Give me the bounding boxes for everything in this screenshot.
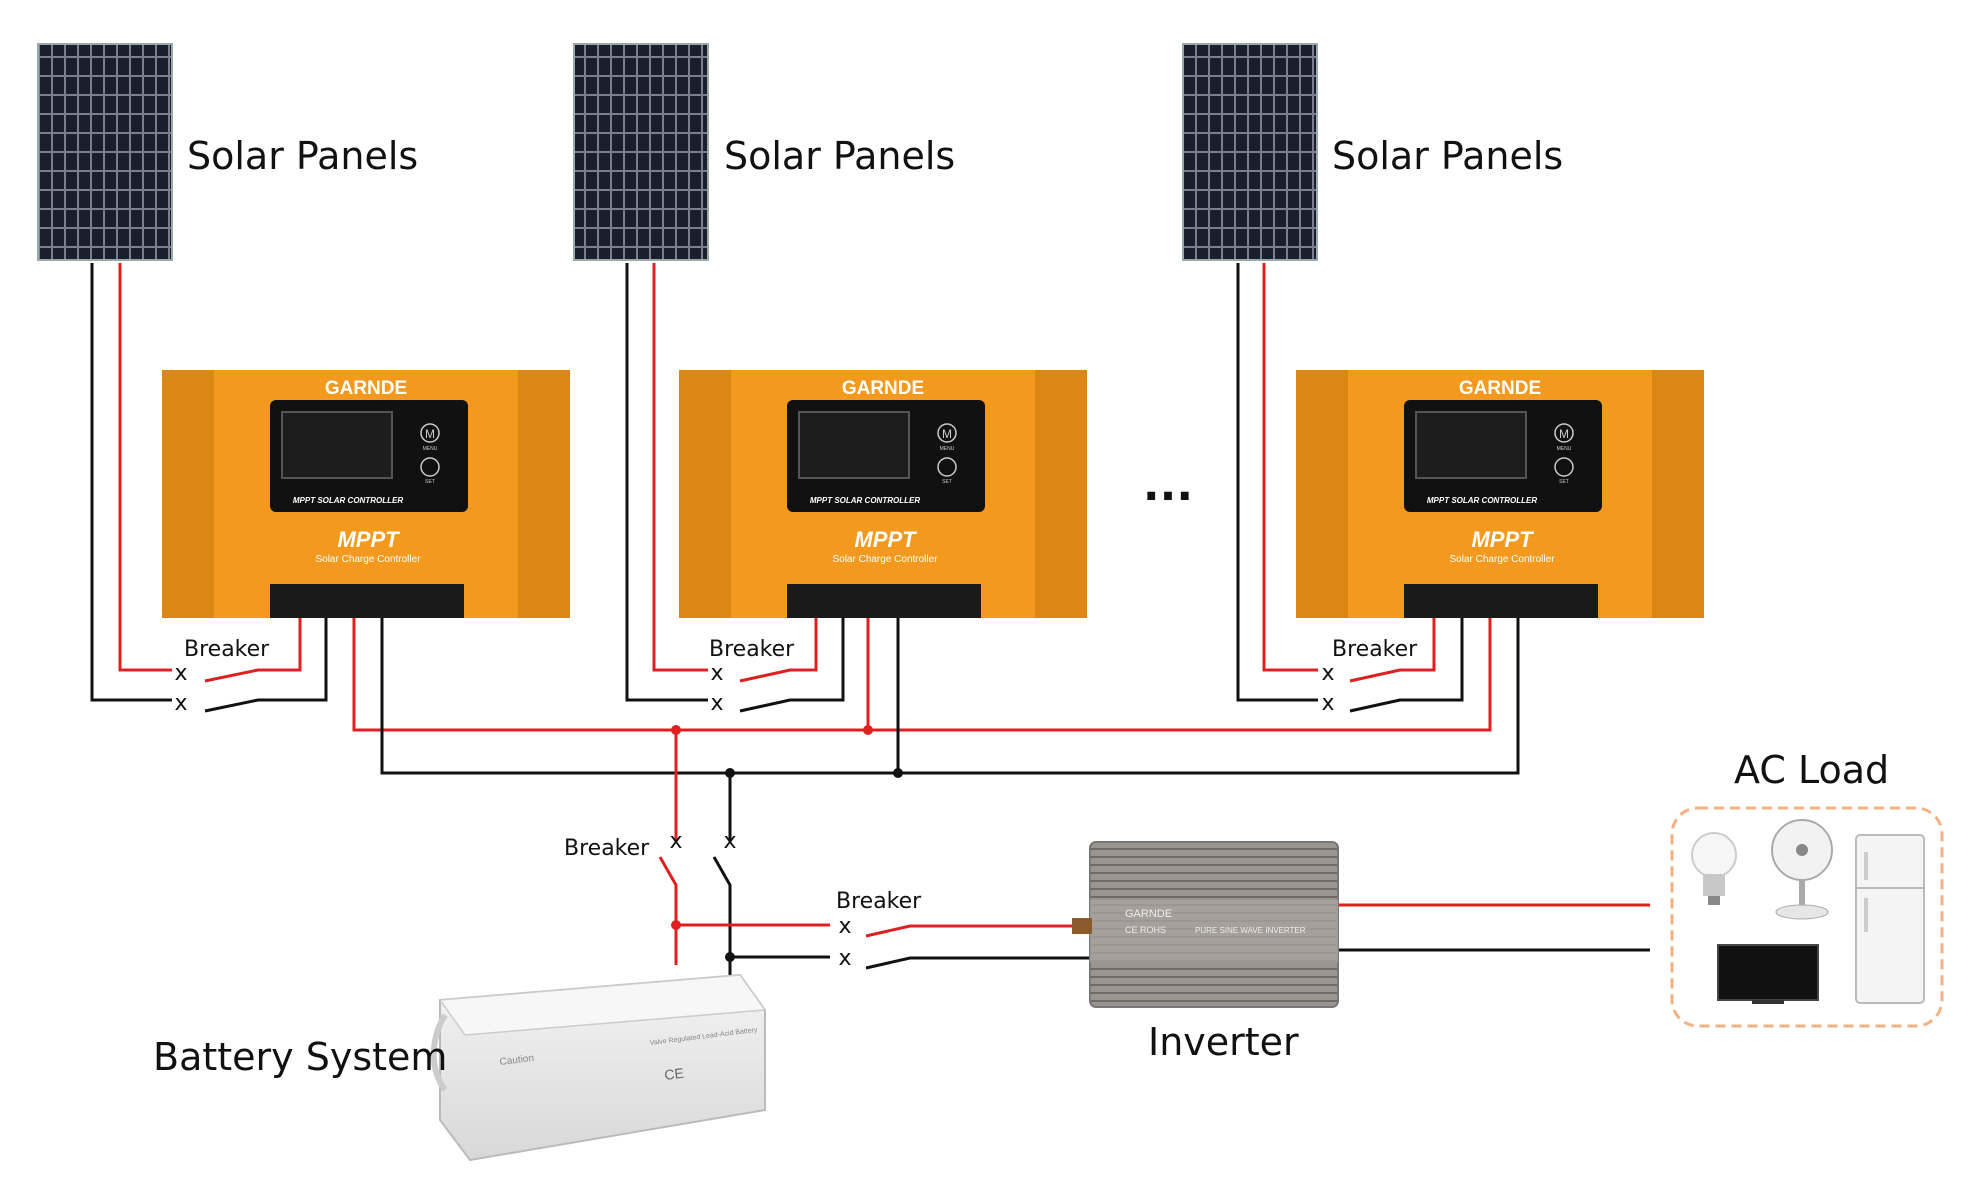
wiring <box>90 263 1650 985</box>
svg-text:x: x <box>710 661 723 686</box>
charge-controller-2: GARNDE M MENU SET MPPT SOLAR CONTROLLER … <box>679 370 1087 618</box>
svg-text:x: x <box>838 946 851 971</box>
junction-dots <box>671 725 903 962</box>
battery-marks: CE <box>663 1065 684 1083</box>
breaker-label-1: Breaker <box>184 637 270 662</box>
battery-system: Caution Valve Regulated Lead-Acid Batter… <box>153 973 767 1162</box>
menu-label: MENU <box>1557 446 1572 452</box>
inverter-brand: GARNDE <box>1125 908 1172 920</box>
lcd-caption: MPPT SOLAR CONTROLLER <box>1427 496 1537 505</box>
solar-panel-icon <box>37 43 173 261</box>
menu-label: MENU <box>940 446 955 452</box>
inverter: GARNDE CE ROHS PURE SINE WAVE INVERTER I… <box>1072 841 1339 1064</box>
controller-brand: GARNDE <box>325 378 407 399</box>
charge-controller-1: GARNDE M MENU SET MPPT SOLAR CONTROLLER … <box>162 370 570 618</box>
lcd-caption: MPPT SOLAR CONTROLLER <box>810 496 920 505</box>
ac-load-label: AC Load <box>1734 748 1889 792</box>
svg-text:x: x <box>723 829 736 854</box>
inverter-marks: CE ROHS <box>1125 925 1166 935</box>
breaker-label-2: Breaker <box>709 637 795 662</box>
menu-button-glyph: M <box>425 427 435 441</box>
set-label: SET <box>1559 479 1569 485</box>
solar-panel-label: Solar Panels <box>187 134 418 178</box>
svg-text:x: x <box>838 914 851 939</box>
solar-panel-icon <box>573 43 709 261</box>
controller-subtitle: Solar Charge Controller <box>832 554 938 565</box>
set-button-icon <box>1554 457 1574 477</box>
controller-subtitle: Solar Charge Controller <box>315 554 421 565</box>
ac-load: AC Load <box>1670 748 1944 1028</box>
svg-text:x: x <box>710 691 723 716</box>
fridge-icon <box>1855 834 1925 1004</box>
set-button-icon <box>420 457 440 477</box>
solar-panel-3: Solar Panels <box>1182 43 1563 261</box>
set-button-icon <box>937 457 957 477</box>
menu-label: MENU <box>423 446 438 452</box>
more-controllers-ellipsis: ... <box>1143 460 1193 511</box>
bulb-icon <box>1691 832 1737 905</box>
svg-text:x: x <box>669 829 682 854</box>
solar-panel-label: Solar Panels <box>1332 134 1563 178</box>
menu-button-glyph: M <box>942 427 952 441</box>
breaker-label-3: Breaker <box>1332 637 1418 662</box>
battery-caution-title: Caution <box>499 1053 535 1068</box>
fan-icon <box>1771 819 1833 920</box>
solar-panel-icon <box>1182 43 1318 261</box>
lcd-caption: MPPT SOLAR CONTROLLER <box>293 496 403 505</box>
svg-text:x: x <box>1321 661 1334 686</box>
svg-text:x: x <box>174 661 187 686</box>
inverter-icon: GARNDE CE ROHS PURE SINE WAVE INVERTER <box>1072 841 1339 1008</box>
controller-brand: GARNDE <box>842 378 924 399</box>
mppt-logo: MPPT <box>854 527 917 552</box>
controller-subtitle: Solar Charge Controller <box>1449 554 1555 565</box>
solar-panel-2: Solar Panels <box>573 43 955 261</box>
svg-text:x: x <box>1321 691 1334 716</box>
breaker-label-battery: Breaker <box>564 836 650 861</box>
solar-panel-1: Solar Panels <box>37 43 418 261</box>
svg-text:x: x <box>174 691 187 716</box>
solar-panel-label: Solar Panels <box>724 134 955 178</box>
menu-button-glyph: M <box>1559 427 1569 441</box>
mppt-logo: MPPT <box>1471 527 1534 552</box>
battery-icon: Caution Valve Regulated Lead-Acid Batter… <box>430 973 767 1162</box>
inverter-model: PURE SINE WAVE INVERTER <box>1195 926 1306 935</box>
mppt-logo: MPPT <box>337 527 400 552</box>
charge-controller-3: GARNDE M MENU SET MPPT SOLAR CONTROLLER … <box>1296 370 1704 618</box>
ac-load-group-border <box>1670 806 1944 1028</box>
set-label: SET <box>942 479 952 485</box>
tv-icon <box>1717 944 1819 1004</box>
set-label: SET <box>425 479 435 485</box>
battery-system-label: Battery System <box>153 1035 447 1079</box>
breaker-label-inverter: Breaker <box>836 889 922 914</box>
inverter-label: Inverter <box>1148 1020 1299 1064</box>
controller-brand: GARNDE <box>1459 378 1541 399</box>
